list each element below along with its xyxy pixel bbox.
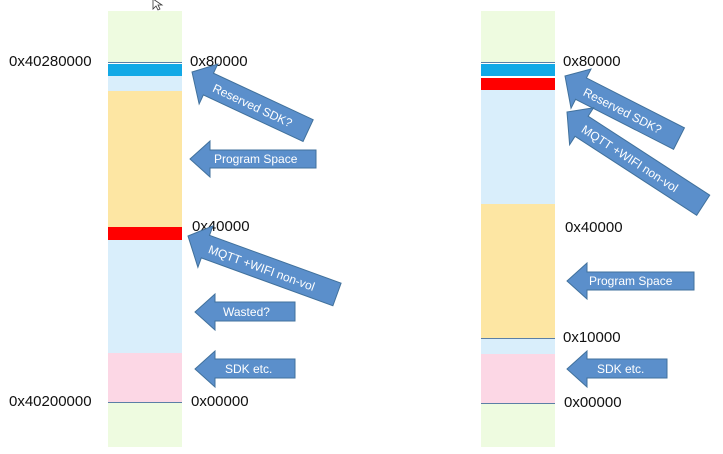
right-free-block-lower [481, 339, 555, 354]
right-reserved-sdk-block [481, 64, 555, 76]
left-arrow-program-space-label: Program Space [214, 152, 298, 166]
left-program-space-block [108, 91, 182, 227]
right-arrow-sdk-label: SDK etc. [597, 362, 644, 376]
left-offset-top: 0x80000 [190, 53, 248, 70]
right-bottom-boundary-line [481, 403, 555, 404]
right-sdk-block [481, 354, 555, 403]
left-reserved-sdk-block [108, 64, 182, 76]
mouse-cursor-icon [152, 0, 166, 17]
right-offset-top: 0x80000 [563, 53, 621, 70]
right-arrow-mqtt-wifi: MQTT +WIFI non-vol [566, 107, 723, 216]
right-outside-top [481, 11, 555, 63]
right-arrow-sdk: SDK etc. [566, 349, 669, 389]
left-arrow-mqtt-wifi: MQTT +WIFI non-vol [187, 225, 348, 307]
left-sdk-block [108, 353, 182, 402]
left-top-boundary-line [108, 62, 182, 63]
left-outside-top [108, 11, 182, 63]
left-arrow-sdk-label: SDK etc. [225, 362, 272, 376]
left-arrow-sdk: SDK etc. [194, 349, 297, 389]
right-low-boundary-line [481, 338, 555, 339]
right-offset-mid: 0x40000 [565, 219, 623, 236]
right-offset-low: 0x10000 [563, 329, 621, 346]
left-outside-bottom [108, 403, 182, 447]
left-arrow-wasted-label: Wasted? [223, 305, 270, 319]
left-arrow-program-space: Program Space [189, 139, 318, 179]
left-arrow-reserved-sdk: Reserved SDK? [191, 63, 322, 143]
left-address-bottom: 0x40200000 [9, 393, 92, 410]
left-address-top: 0x40280000 [9, 53, 92, 70]
right-arrow-program-space: Program Space [566, 261, 697, 301]
right-memory-map [481, 11, 555, 447]
right-arrow-mqtt-wifi-label: MQTT +WIFI non-vol [579, 122, 681, 195]
left-offset-bottom: 0x00000 [191, 393, 249, 410]
right-outside-bottom [481, 404, 555, 447]
right-top-boundary-line [481, 62, 555, 63]
right-free-block-upper [481, 90, 555, 204]
right-arrow-reserved-sdk: Reserved SDK? [564, 68, 695, 150]
left-bottom-boundary-line [108, 402, 182, 403]
right-arrow-program-space-label: Program Space [589, 274, 673, 288]
right-mqtt-wifi-block [481, 78, 555, 90]
left-memory-map [108, 11, 182, 447]
left-free-block-upper [108, 76, 182, 91]
left-arrow-wasted: Wasted? [194, 292, 297, 332]
right-offset-bottom: 0x00000 [564, 394, 622, 411]
left-wasted-block [108, 240, 182, 353]
right-program-space-block [481, 204, 555, 338]
left-mqtt-wifi-block [108, 227, 182, 240]
